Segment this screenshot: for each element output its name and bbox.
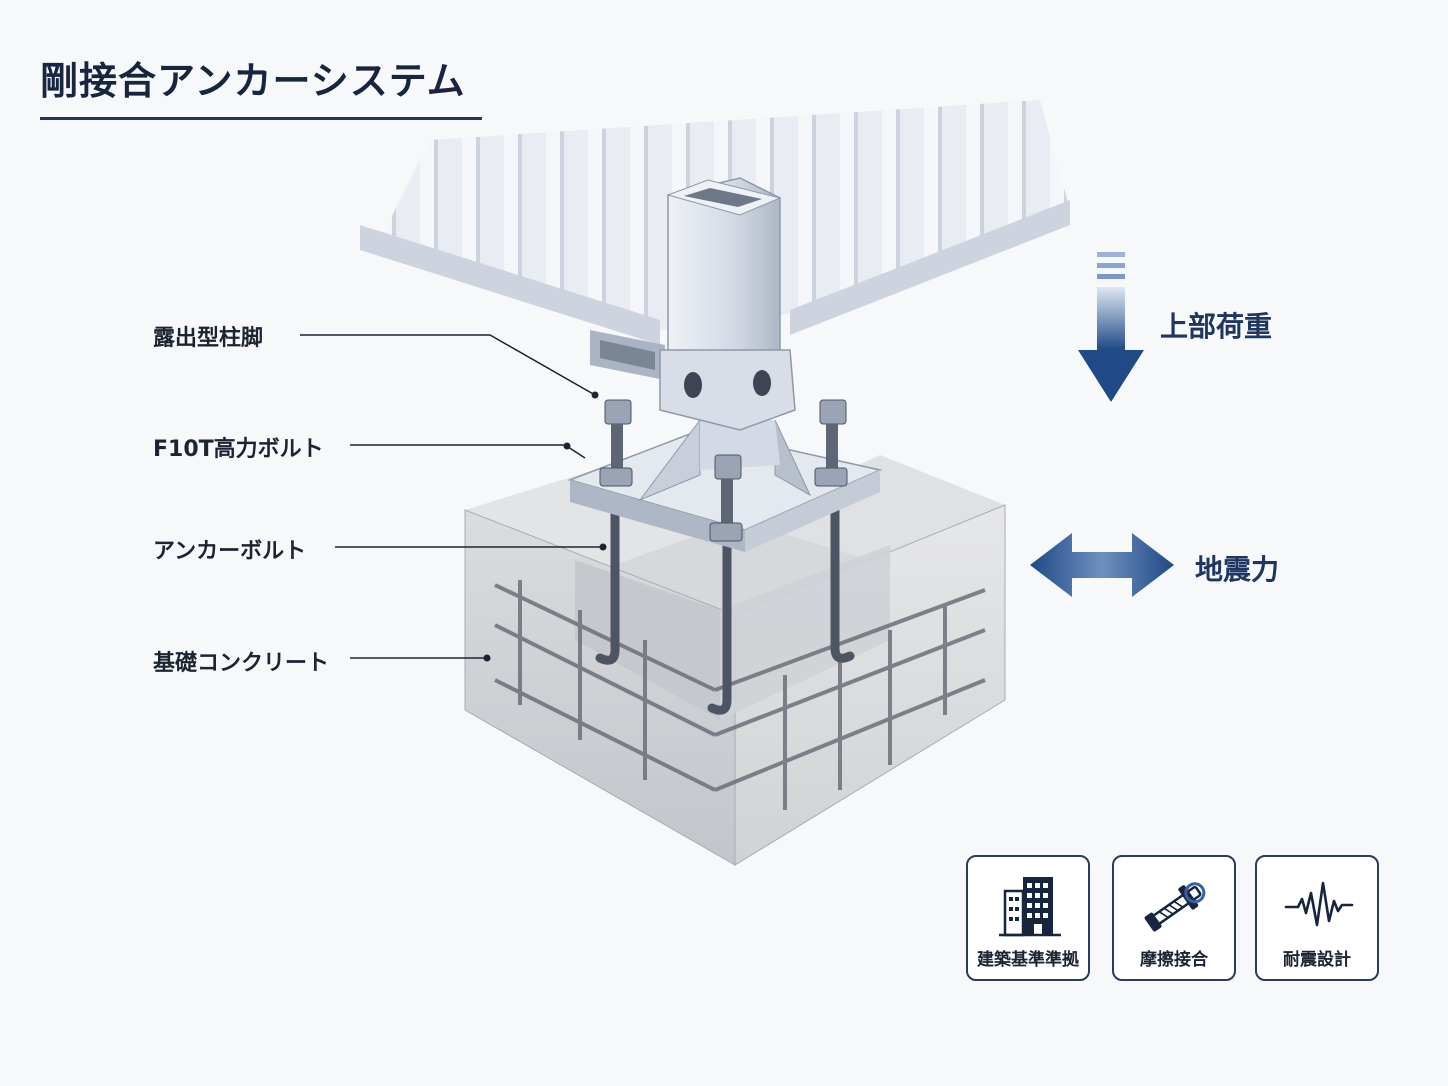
label-seismic-force: 地震力 — [1195, 548, 1279, 588]
label-column-base: 露出型柱脚 — [153, 320, 263, 352]
badge-label: 耐震設計 — [1257, 945, 1377, 970]
badge-building-standard: 建築基準準拠 — [966, 855, 1090, 981]
label-vertical-load: 上部荷重 — [1160, 305, 1272, 345]
label-anchor-bolt: アンカーボルト — [153, 533, 306, 565]
seismic-arrow — [1030, 533, 1174, 597]
label-foundation: 基礎コンクリート — [153, 645, 329, 677]
label-hs-bolt: F10T高力ボルト — [153, 431, 324, 463]
badge-friction-joint: 摩擦接合 — [1112, 855, 1236, 981]
badge-label: 建築基準準拠 — [968, 945, 1088, 970]
seismic-wave-icon — [1284, 871, 1354, 941]
badge-seismic-design: 耐震設計 — [1255, 855, 1379, 981]
steel-column — [660, 178, 795, 430]
building-icon — [995, 871, 1065, 941]
badge-label: 摩擦接合 — [1114, 945, 1234, 970]
vertical-load-arrow — [1078, 252, 1144, 402]
bolt-wrench-icon — [1141, 871, 1211, 941]
